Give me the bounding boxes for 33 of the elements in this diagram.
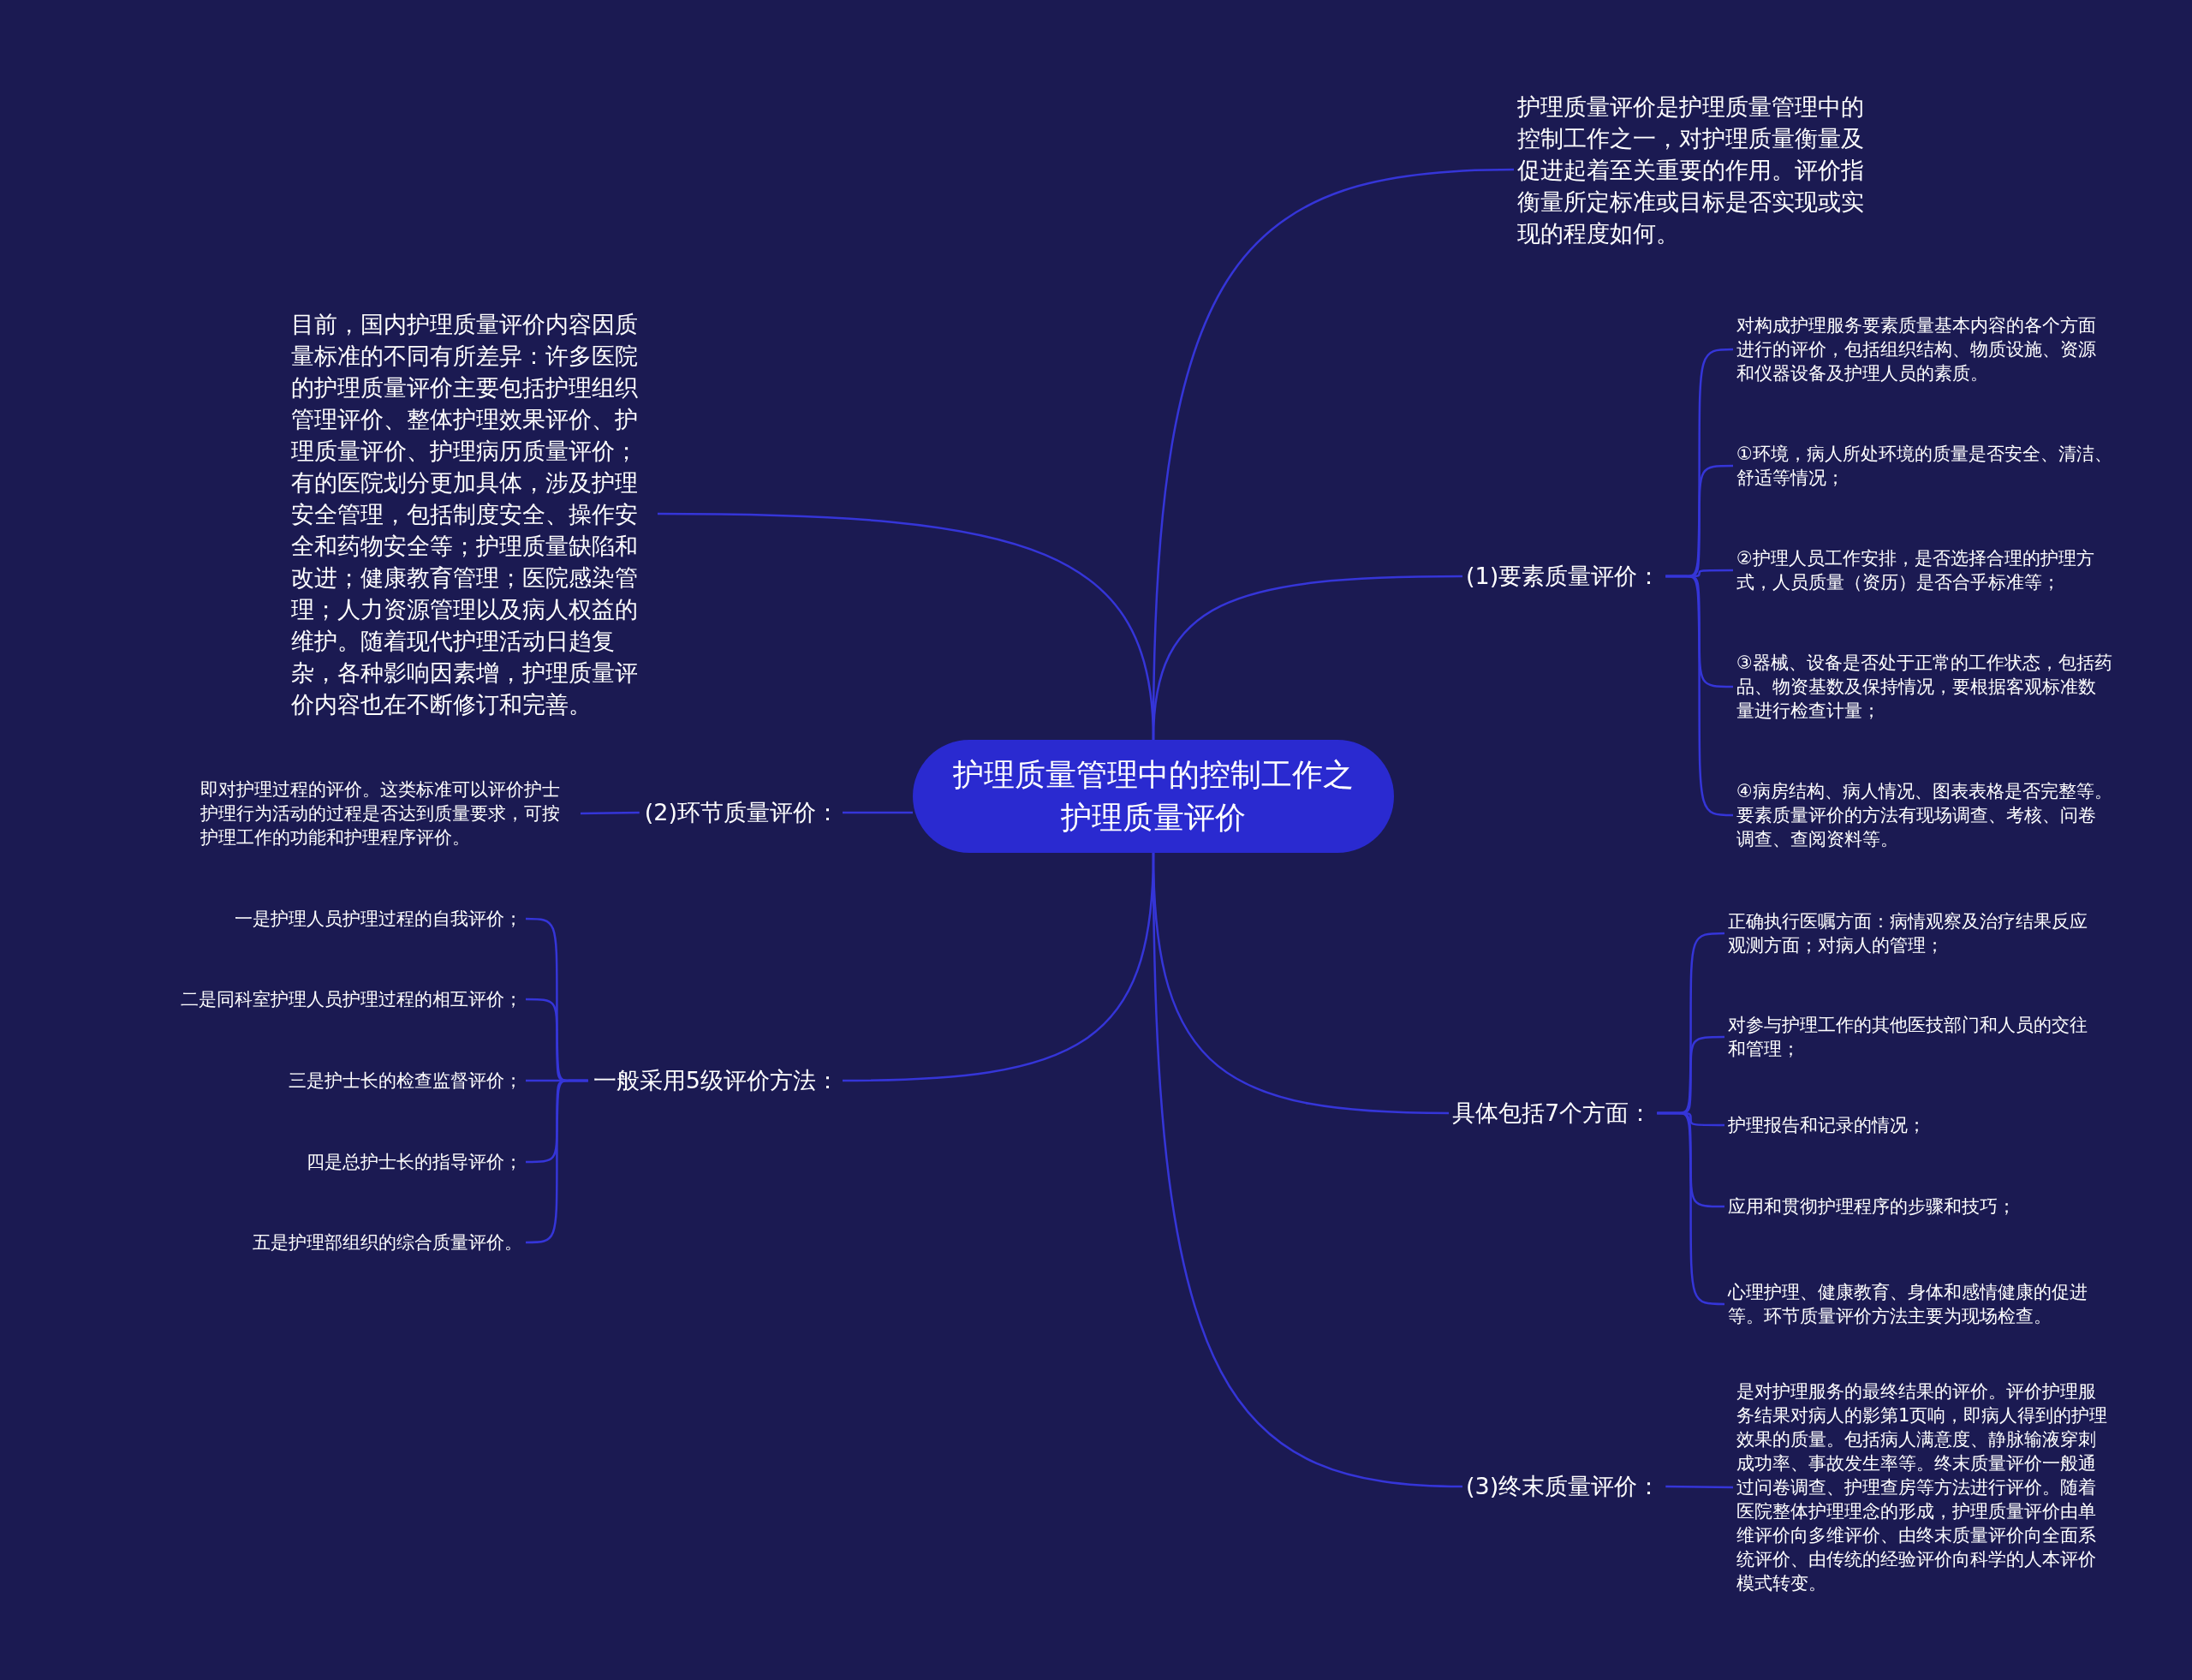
topic-text: 应用和贯彻护理程序的步骤和技巧； [1728,1194,2105,1218]
topic-text: 对参与护理工作的其他医技部门和人员的交往和管理； [1728,1013,2105,1061]
branch-topic: (3)终末质量评价： [1466,1471,1661,1502]
topic-text: 即对护理过程的评价。这类标准可以评价护士护理行为活动的过程是否达到质量要求，可按护理工作的功能和护理程序评价。 [200,777,577,849]
connector-line [1665,1485,1733,1489]
topic-text: 是对护理服务的最终结果的评价。评价护理服务结果对病人的影第1页响，即病人得到的护理效果的质量。包括病人满意度、静脉输液穿刺成功率、事故发生率等。终末质量评价一般通过问卷调查、护理查房等方法进行评价。随着医院整体护理理念的形成，护理质量评价由单维评价向多维评价、由终末质量评价向全面系统评价、由传统的经验评价向科学的人本评价模式转变。 [1736,1379,2113,1595]
connector-line [581,811,640,815]
branch-topic: 一般采用5级评价方法： [593,1065,839,1096]
topic-text: ②护理人员工作安排，是否选择合理的护理方式，人员质量（资历）是否合乎标准等； [1736,546,2113,594]
connector-line [1152,853,1463,1488]
topic-text: ④病房结构、病人情况、图表表格是否完整等。要素质量评价的方法有现场调查、考核、问卷调查、查阅资料等。 [1736,779,2113,851]
topic-text: ①环境，病人所处环境的质量是否安全、清洁、舒适等情况； [1736,442,2113,490]
topic-text: ③器械、设备是否处于正常的工作状态，包括药品、物资基数及保持情况，要根据客观标准数量进行检查计量； [1736,651,2113,723]
connector-line [1152,575,1462,741]
connector-line [1657,1111,1724,1306]
connector-line [843,811,913,814]
topic-text: 二是同科室护理人员护理过程的相互评价； [181,987,522,1011]
topic-text: 对构成护理服务要素质量基本内容的各个方面进行的评价，包括组织结构、物质设施、资源和仪器设备及护理人员的素质。 [1736,313,2113,385]
connector-line [1665,575,1733,817]
branch-topic: 具体包括7个方面： [1452,1098,1653,1129]
central-topic: 护理质量管理中的控制工作之护理质量评价 [913,740,1394,853]
connector-line [526,1079,588,1244]
branch-topic: (2)环节质量评价： [644,797,839,828]
topic-text: 正确执行医嘱方面：病情观察及治疗结果反应观测方面；对病人的管理； [1728,909,2105,957]
topic-text: 三是护士长的检查监督评价； [289,1069,522,1093]
topic-text: 四是总护士长的指导评价； [307,1150,522,1174]
topic-text: 五是护理部组织的综合质量评价。 [253,1230,522,1254]
branch-topic: (1)要素质量评价： [1466,561,1661,592]
topic-text: 目前，国内护理质量评价内容因质量标准的不同有所差异：许多医院的护理质量评价主要包括护理组织管理评价、整体护理效果评价、护理质量评价、护理病历质量评价；有的医院划分更加具体，涉及护理安全管理，包括制度安全、操作安全和药物安全等；护理质量缺陷和改进；健康教育管理；医院感染管理；人力资源管理以及病人权益的维护。随着现代护理活动日趋复杂，各种影响因素增，护理质量评价内容也在不断修订和完善。 [291,307,654,720]
topic-text: 护理质量评价是护理质量管理中的控制工作之一，对护理质量衡量及促进起着至关重要的作用。评价指衡量所定标准或目标是否实现或实现的程度如何。 [1517,90,1880,249]
topic-text: 护理报告和记录的情况； [1728,1113,2105,1137]
topic-text: 心理护理、健康教育、身体和感情健康的促进等。环节质量评价方法主要为现场检查。 [1728,1280,2105,1328]
topic-text: 一是护理人员护理过程的自我评价； [235,907,522,931]
